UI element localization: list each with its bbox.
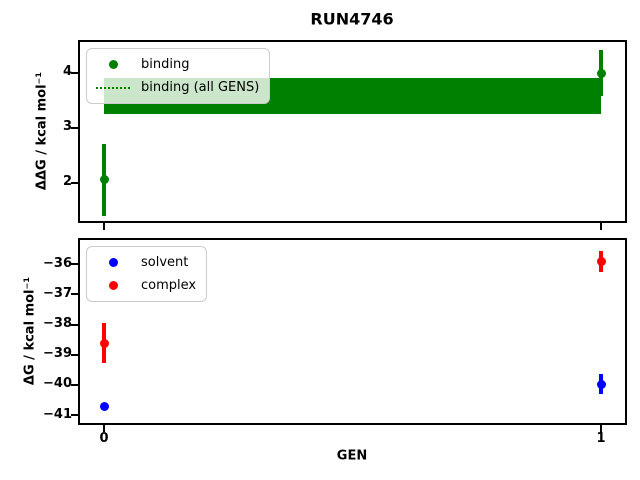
all-gens-mean-dotted-line xyxy=(104,95,601,98)
figure-title: RUN4746 xyxy=(310,9,394,29)
x-tick-label: 1 xyxy=(596,431,606,446)
bottom-legend: solvent complex xyxy=(86,246,208,302)
legend-label-solvent: solvent xyxy=(141,255,189,270)
x-axis-label: GEN xyxy=(336,448,368,464)
solvent-point-icon xyxy=(108,258,118,267)
y-tick-mark xyxy=(71,126,78,129)
legend-label-binding: binding xyxy=(141,57,190,72)
y-tick-mark xyxy=(71,323,78,326)
complex-data-point xyxy=(596,256,606,266)
binding-data-point xyxy=(99,175,109,185)
y-tick-label: −36 xyxy=(43,255,72,271)
legend-entry-complex: complex xyxy=(93,274,196,297)
legend-entry-solvent: solvent xyxy=(93,251,196,274)
binding-point-icon xyxy=(108,60,118,69)
x-tick-mark xyxy=(103,425,105,432)
legend-marker-cell xyxy=(93,60,133,69)
y-tick-mark xyxy=(71,263,78,266)
x-tick-mark xyxy=(600,223,602,230)
complex-data-point xyxy=(99,338,109,348)
legend-entry-binding: binding xyxy=(93,53,259,76)
y-tick-label: 4 xyxy=(62,64,72,80)
y-tick-label: −40 xyxy=(43,376,72,392)
y-tick-mark xyxy=(71,353,78,356)
top-y-axis-label: ΔΔG / kcal mol⁻¹ xyxy=(34,71,50,191)
y-tick-mark xyxy=(71,293,78,296)
x-tick-label: 0 xyxy=(99,431,109,446)
y-tick-label: −37 xyxy=(43,285,72,301)
y-tick-mark xyxy=(71,414,78,417)
y-tick-label: −41 xyxy=(43,406,72,422)
binding-all-gens-line-icon xyxy=(96,86,130,89)
y-tick-mark xyxy=(71,181,78,184)
y-tick-label: −38 xyxy=(43,316,72,332)
top-legend: binding binding (all GENS) xyxy=(86,48,271,104)
legend-marker-cell xyxy=(93,258,133,267)
x-tick-mark xyxy=(103,223,105,230)
solvent-data-point xyxy=(99,402,109,412)
bottom-y-axis-label: ΔG / kcal mol⁻¹ xyxy=(22,276,38,386)
y-tick-label: −39 xyxy=(43,346,72,362)
legend-label-binding-all-gens: binding (all GENS) xyxy=(141,80,260,95)
legend-label-complex: complex xyxy=(141,278,197,293)
x-tick-mark xyxy=(600,425,602,432)
binding-data-point xyxy=(596,68,606,78)
legend-marker-cell xyxy=(93,281,133,290)
legend-entry-binding-all-gens: binding (all GENS) xyxy=(93,76,259,99)
y-tick-label: 3 xyxy=(62,119,72,135)
solvent-data-point xyxy=(596,379,606,389)
bottom-plot-area: solvent complex −41 −40 −39 −38 −37 −36 0 1 xyxy=(43,238,627,446)
top-plot-area: binding binding (all GENS) 2 3 4 xyxy=(63,40,627,230)
y-tick-mark xyxy=(71,71,78,74)
legend-marker-cell xyxy=(93,86,133,89)
y-tick-mark xyxy=(71,383,78,386)
complex-point-icon xyxy=(108,281,118,290)
y-tick-label: 2 xyxy=(62,174,72,190)
